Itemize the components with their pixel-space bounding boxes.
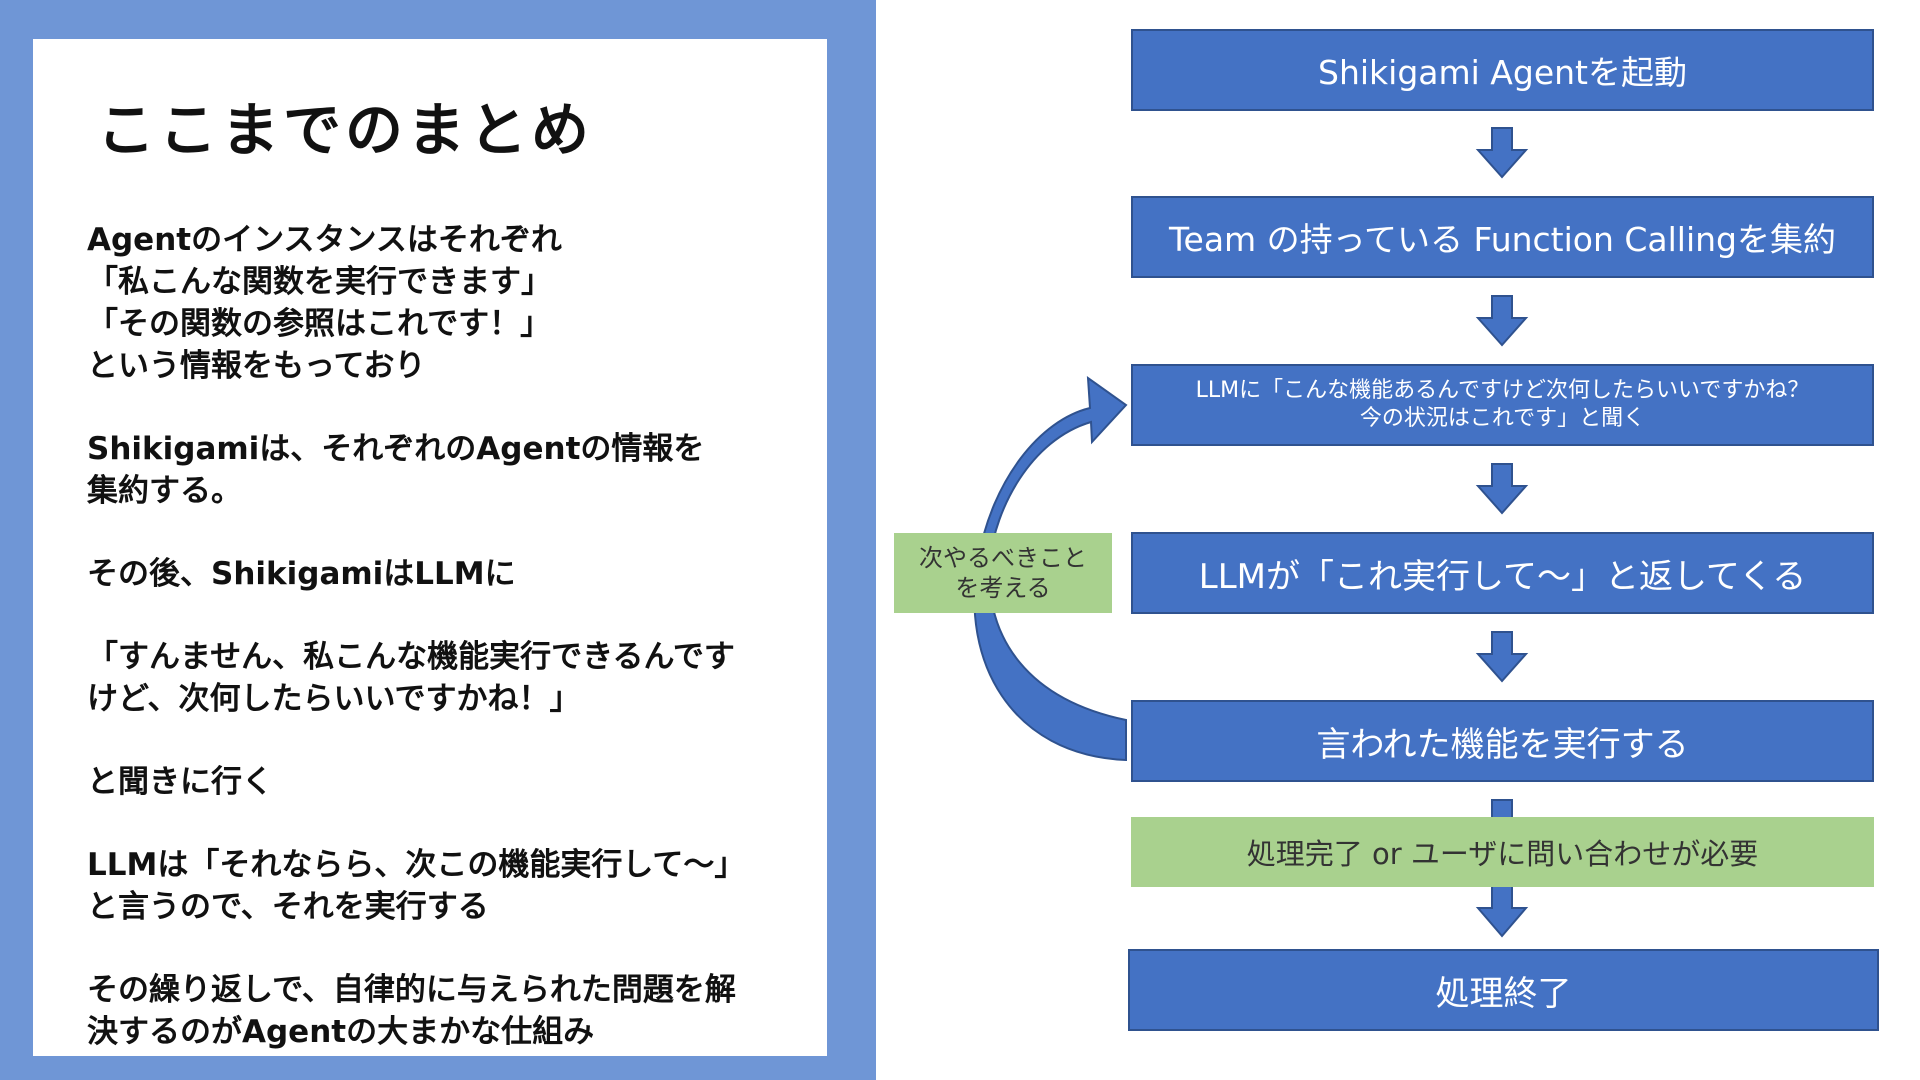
summary-card: ここまでのまとめ Agentのインスタンスはそれぞれ 「私こんな関数を実行できま… xyxy=(33,39,827,1056)
step-ask-llm: LLMに「こんな機能あるんですけど次何したらいいですかね？ 今の状況はこれです」… xyxy=(1131,364,1874,446)
down-arrow-1 xyxy=(1475,127,1529,179)
down-arrow-3 xyxy=(1475,463,1529,515)
loop-label: 次やるべきこと を考える xyxy=(894,533,1112,613)
summary-paragraph-4: 「すんません、私こんな機能実行できるんです けど、次何したらいいですかね！」 xyxy=(87,639,735,717)
summary-title: ここまでのまとめ xyxy=(97,96,594,164)
step-start-agent: Shikigami Agentを起動 xyxy=(1131,29,1874,111)
loop-back-arrow xyxy=(973,375,1128,762)
summary-paragraph-3: その後、ShikigamiはLLMに xyxy=(87,556,516,592)
summary-paragraph-6: LLMは「それならら、次この機能実行して～」 と言うので、それを実行する xyxy=(87,847,746,925)
step-execute-function: 言われた機能を実行する xyxy=(1131,700,1874,782)
step-aggregate-functions: Team の持っている Function Callingを集約 xyxy=(1131,196,1874,278)
down-arrow-2 xyxy=(1475,295,1529,347)
step-llm-replies: LLMが「これ実行して～」と返してくる xyxy=(1131,532,1874,614)
summary-paragraph-7: その繰り返しで、自律的に与えられた問題を解 決するのがAgentの大まかな仕組み xyxy=(87,972,736,1050)
step-end: 処理終了 xyxy=(1128,949,1879,1031)
down-arrow-4 xyxy=(1475,631,1529,683)
condition-box: 処理完了 or ユーザに問い合わせが必要 xyxy=(1131,817,1874,887)
summary-paragraph-1: Agentのインスタンスはそれぞれ 「私こんな関数を実行できます」 「その関数の… xyxy=(87,222,562,384)
summary-paragraph-2: Shikigamiは、それぞれのAgentの情報を 集約する。 xyxy=(87,431,705,509)
summary-paragraph-5: と聞きに行く xyxy=(87,764,273,800)
